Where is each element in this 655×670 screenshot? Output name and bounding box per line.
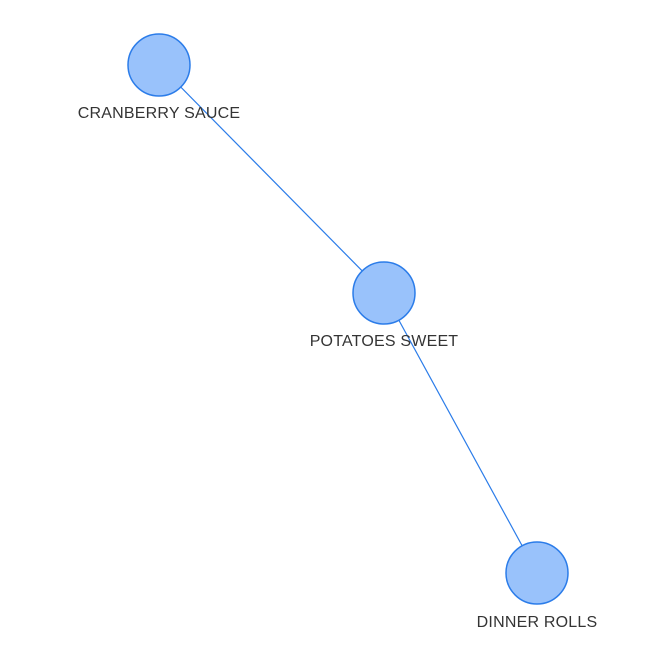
node-label: CRANBERRY SAUCE (78, 105, 240, 122)
node-dinner-rolls[interactable]: DINNER ROLLS (477, 541, 598, 631)
edge-cranberry-potatoes[interactable] (158, 64, 385, 294)
node-cranberry-sauce[interactable]: CRANBERRY SAUCE (78, 33, 240, 122)
node-label: DINNER ROLLS (477, 614, 598, 631)
node-circle[interactable] (127, 33, 191, 97)
edges-layer (158, 64, 538, 574)
node-label: POTATOES SWEET (310, 333, 459, 350)
node-circle[interactable] (505, 541, 569, 605)
nodes-layer: CRANBERRY SAUCE POTATOES SWEET DINNER RO… (78, 33, 598, 631)
node-potatoes-sweet[interactable]: POTATOES SWEET (310, 261, 459, 350)
node-circle[interactable] (352, 261, 416, 325)
edge-potatoes-rolls[interactable] (383, 292, 538, 574)
